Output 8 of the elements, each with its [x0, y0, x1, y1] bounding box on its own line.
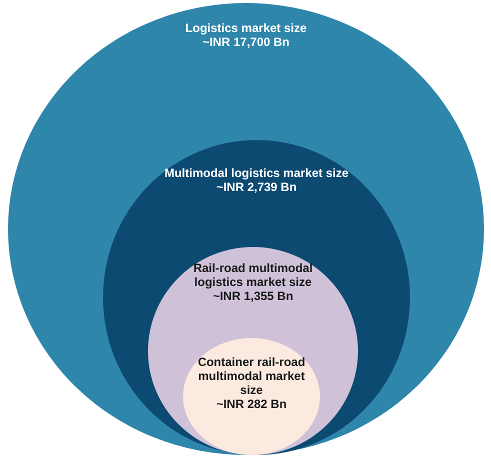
market-value: ~INR 282 Bn	[215, 397, 288, 411]
market-title: Container rail-road multimodal market size	[196, 355, 306, 397]
market-value: ~INR 1,355 Bn	[212, 289, 294, 303]
market-title: Logistics market size	[184, 21, 308, 35]
market-value: ~INR 2,739 Bn	[215, 180, 298, 194]
market-title: Rail-road multimodal logistics market size	[192, 261, 314, 289]
market-title: Multimodal logistics market size	[163, 166, 350, 180]
market-value: ~INR 17,700 Bn	[201, 35, 291, 49]
